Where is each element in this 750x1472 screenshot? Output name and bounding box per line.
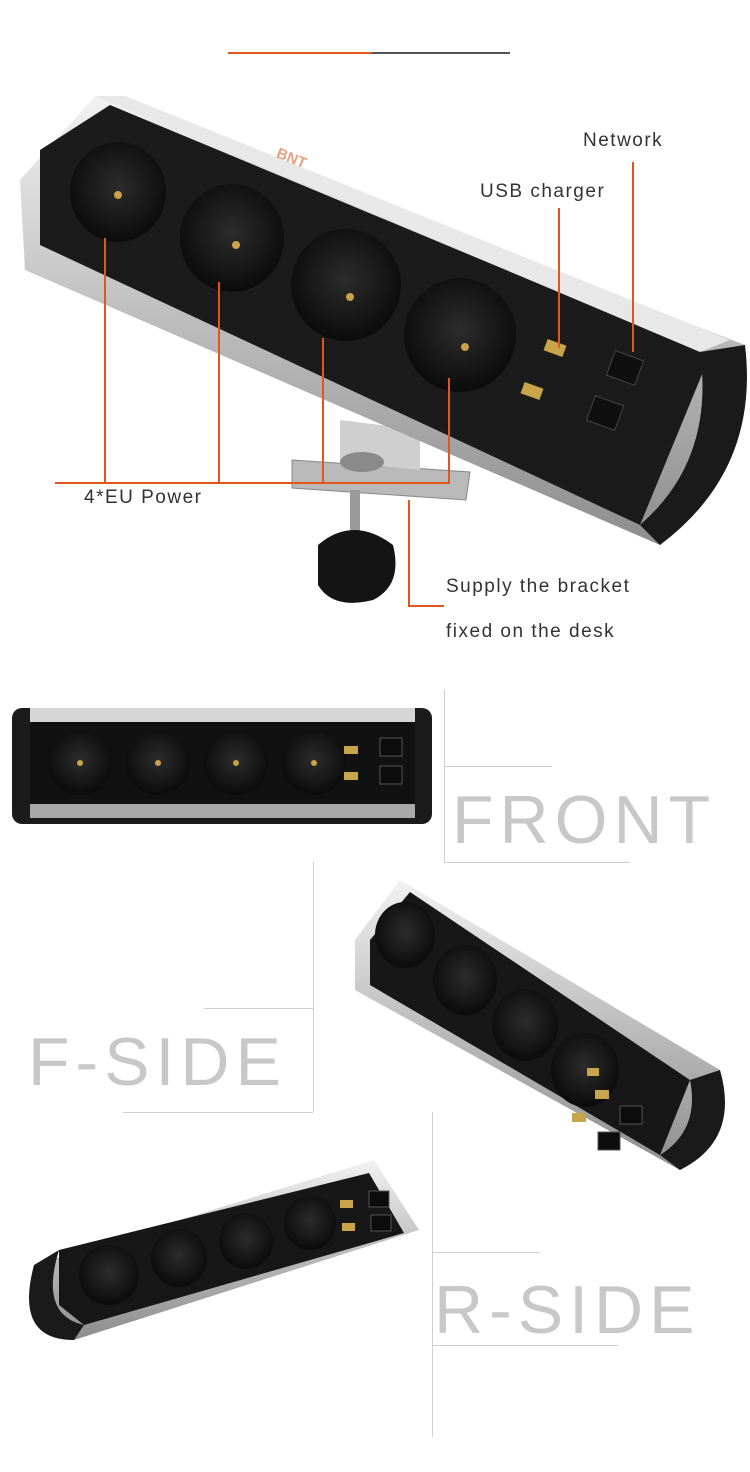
network-label: Network	[583, 130, 664, 151]
fside-network-2	[597, 1131, 621, 1151]
hero-product-image	[20, 96, 747, 603]
f-side-view-label: F-SIDE	[28, 1024, 287, 1100]
fside-divider-v	[313, 862, 314, 1112]
front-socket-1	[48, 731, 112, 795]
usb-leader	[558, 208, 560, 348]
fside-usb-1	[595, 1090, 609, 1099]
front-divider-v	[444, 690, 445, 862]
front-network-1	[379, 737, 403, 757]
bracket-label-line1: Supply the bracket	[446, 576, 631, 597]
fside-socket-2	[433, 945, 497, 1015]
power-leader-1	[104, 238, 106, 484]
rside-divider-top	[432, 1252, 540, 1253]
power-leader-h	[55, 482, 450, 484]
front-network-2	[379, 765, 403, 785]
rside-socket-3	[219, 1213, 273, 1269]
f-side-view-image	[355, 880, 725, 1170]
fside-divider-top	[204, 1008, 313, 1009]
rside-socket-1	[79, 1245, 139, 1305]
front-divider-top	[444, 766, 552, 767]
hero-socket-3	[291, 229, 401, 341]
hero-usb-port-1	[543, 338, 567, 358]
network-leader	[632, 162, 634, 352]
fside-socket-3	[492, 989, 558, 1061]
front-socket-2	[126, 731, 190, 795]
power-leader-3	[322, 338, 324, 484]
header-gray-line	[372, 52, 510, 54]
rside-divider-bottom	[432, 1345, 618, 1346]
usb-charger-label: USB charger	[480, 181, 606, 202]
r-side-view-label: R-SIDE	[434, 1272, 701, 1348]
power-leader-4	[448, 378, 450, 484]
front-socket-3	[204, 731, 268, 795]
front-view-image	[12, 708, 432, 824]
front-divider-bottom	[444, 862, 630, 863]
rside-socket-4	[284, 1196, 336, 1250]
hero-network-port-2	[585, 395, 625, 431]
fside-socket-1	[375, 902, 435, 968]
front-view-label: FRONT	[452, 782, 717, 858]
power-leader-2	[218, 282, 220, 482]
fside-divider-bottom	[123, 1112, 313, 1113]
fside-network-1	[619, 1105, 643, 1125]
front-socket-4	[282, 731, 346, 795]
fside-socket-4	[551, 1033, 619, 1107]
rside-network-2	[370, 1214, 392, 1232]
r-side-view-image	[29, 1160, 419, 1340]
rside-socket-2	[151, 1229, 207, 1287]
front-usb-2	[344, 772, 358, 780]
header-accent-line	[228, 52, 372, 54]
hero-socket-4	[404, 278, 516, 392]
rside-divider-v	[432, 1112, 433, 1437]
eu-power-label: 4*EU Power	[84, 487, 203, 508]
bracket-label-line2: fixed on the desk	[446, 621, 616, 642]
bracket-leader-v	[408, 500, 410, 606]
rside-usb-1	[340, 1200, 353, 1208]
desk-bracket	[291, 420, 471, 603]
rside-network-1	[368, 1190, 390, 1208]
hero-network-port-1	[605, 350, 645, 386]
hero-usb-port-2	[520, 381, 544, 401]
fside-usb-2	[572, 1113, 586, 1122]
bracket-leader-h	[408, 605, 444, 607]
front-usb-1	[344, 746, 358, 754]
rside-usb-2	[342, 1223, 355, 1231]
hero-socket-2	[180, 184, 284, 292]
